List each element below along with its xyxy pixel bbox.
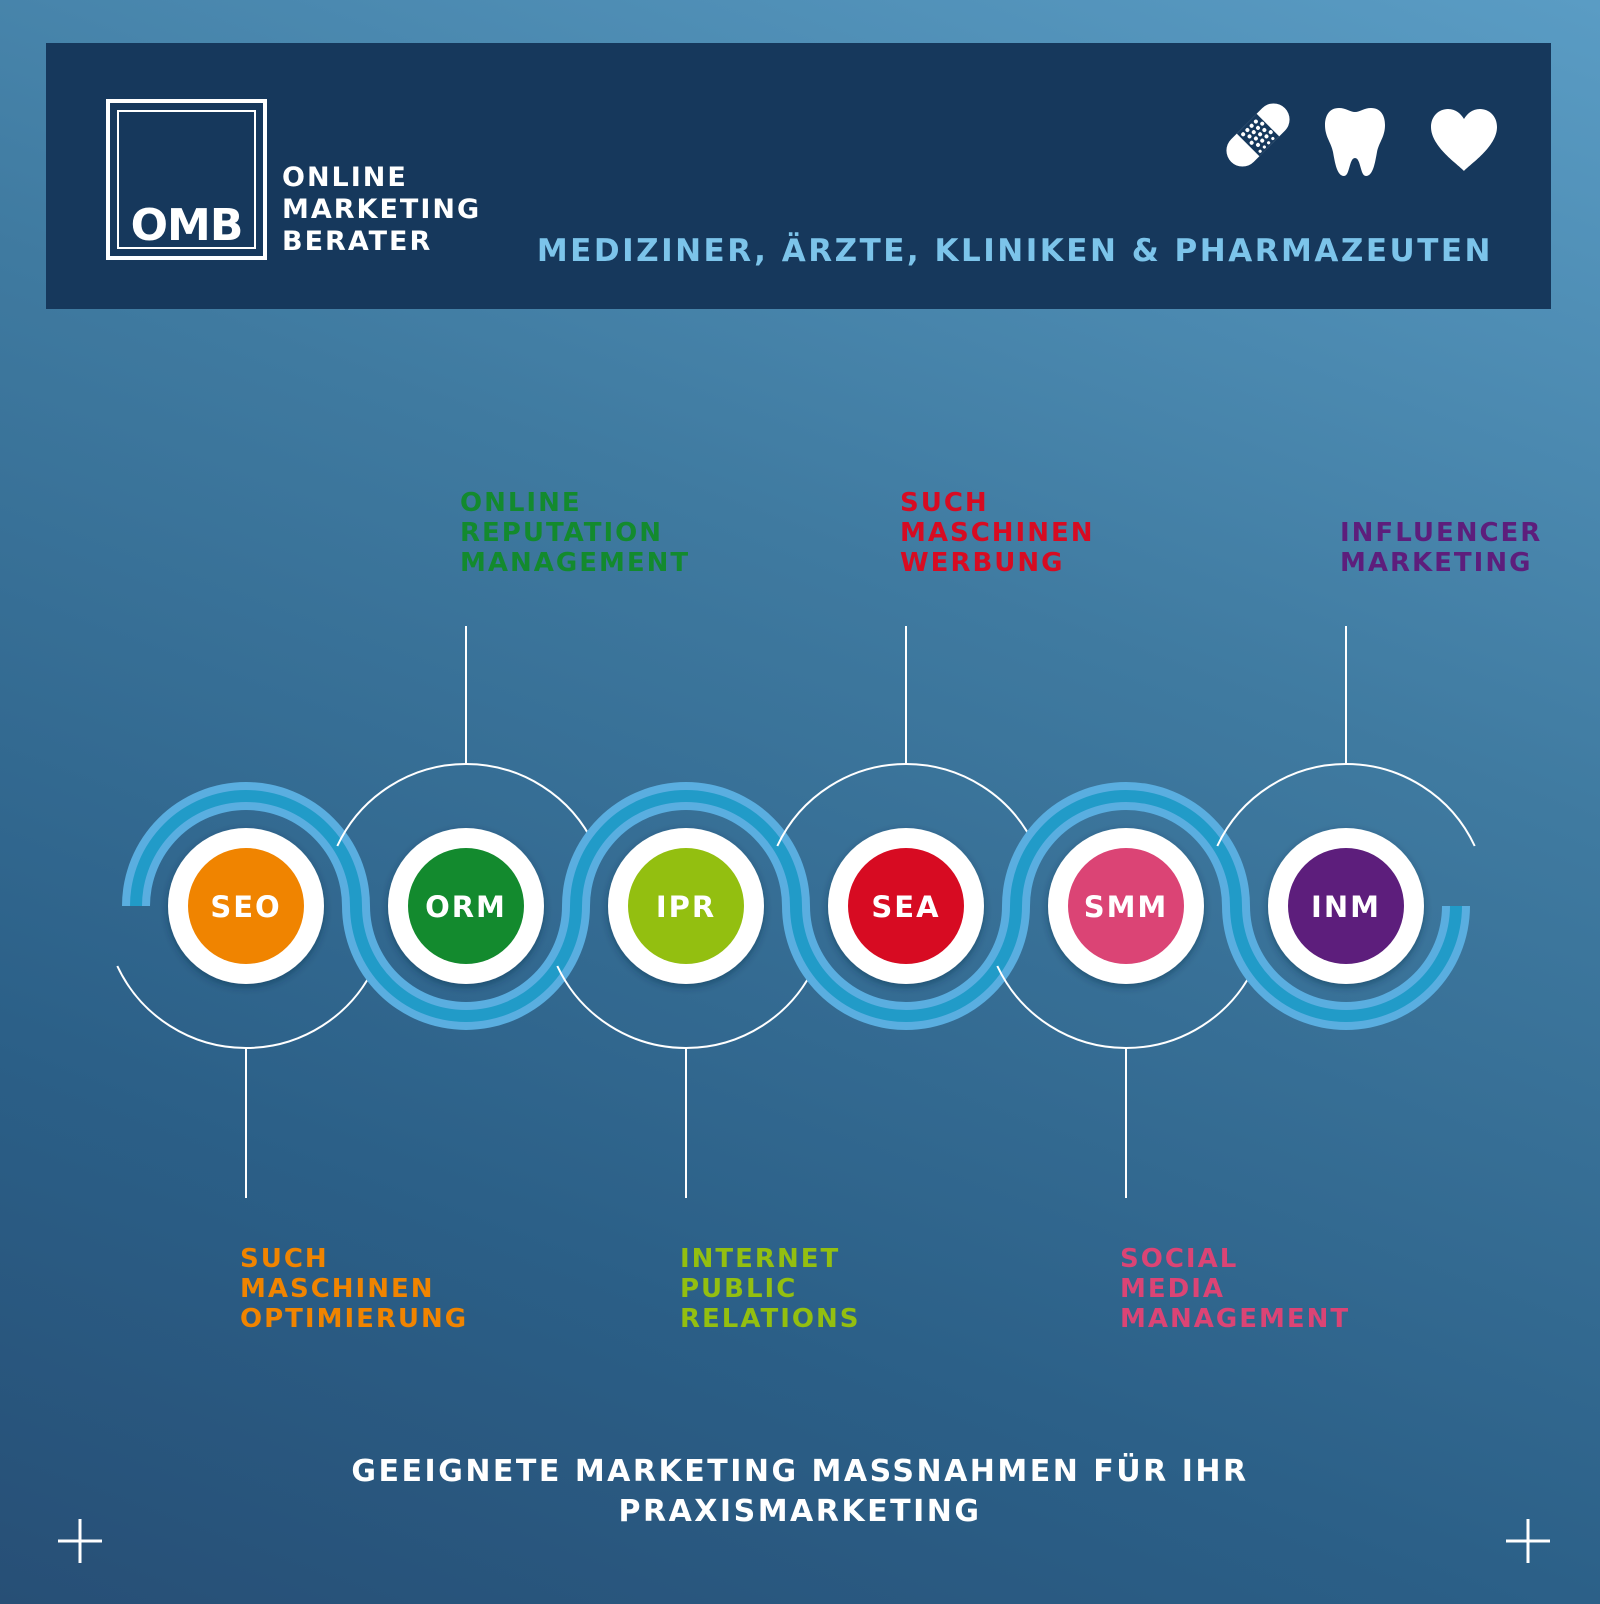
orm-label-line: REPUTATION [460,518,664,548]
inm-color-disc[interactable] [1288,848,1404,964]
inm-abbr: INM [1311,890,1381,924]
tooth-icon [1325,108,1385,176]
footer-line-2: PRAXISMARKETING [618,1494,982,1529]
sea-outer-arc [776,763,1036,847]
seo-label-line: MASCHINEN [240,1274,435,1304]
sea-ring-stripe [790,906,1022,1022]
inm-ring-stripe [1230,906,1462,1022]
ipr-outer-arc [556,965,816,1049]
footer-line-1: GEEIGNETE MARKETING MASSNAHMEN FÜR IHR [351,1454,1249,1489]
sea-label-line: WERBUNG [900,548,1065,578]
smm-label-line: SOCIAL [1120,1244,1239,1274]
orm-color-disc[interactable] [408,848,524,964]
omb-logo[interactable]: OMB [106,99,267,260]
smm-color-disc[interactable] [1068,848,1184,964]
ipr-label-line: RELATIONS [680,1304,861,1334]
brand-line-3: BERATER [282,226,433,257]
smm-outer-arc [996,965,1256,1049]
tagline: MEDIZINER, ÄRZTE, KLINIKEN & PHARMAZEUTE… [536,233,1493,269]
chain-layer: SEO ORM IPR SEA SMM INM [116,626,1476,1198]
inm-label-line: MARKETING [1340,548,1533,578]
inm-outer-arc [1216,763,1476,847]
seo-abbr: SEO [210,890,281,924]
ipr-label-line: INTERNET [680,1244,841,1274]
brand-line-1: ONLINE [282,162,408,193]
seo-ring-stripe [130,790,362,906]
seo-label-line: OPTIMIERUNG [240,1304,469,1334]
smm-abbr: SMM [1084,890,1169,924]
heart-icon [1431,109,1497,171]
logo-inner-frame [117,110,256,249]
plus-icon-right [1506,1519,1550,1563]
logo-mark: OMB [130,200,244,251]
seo-color-disc[interactable] [188,848,304,964]
bandage-icon [1226,103,1290,167]
ipr-color-disc[interactable] [628,848,744,964]
ipr-abbr: IPR [656,890,716,924]
smm-label-line: MANAGEMENT [1120,1304,1351,1334]
orm-outer-arc [336,763,596,847]
orm-label-line: MANAGEMENT [460,548,691,578]
sea-label-line: SUCH [900,488,989,518]
plus-icon-left [58,1519,102,1563]
sea-label-line: MASCHINEN [900,518,1095,548]
header-banner: OMB ONLINE MARKETING BERATER MEDIZINER, … [46,43,1551,309]
seo-label-line: SUCH [240,1244,329,1274]
orm-ring-stripe [350,906,582,1022]
sea-abbr: SEA [871,890,940,924]
seo-outer-arc [116,965,376,1049]
orm-abbr: ORM [425,890,507,924]
orm-label-line: ONLINE [460,488,582,518]
sea-color-disc[interactable] [848,848,964,964]
ipr-label-line: PUBLIC [680,1274,798,1304]
smm-ring-stripe [1010,790,1242,906]
brand-line-2: MARKETING [282,194,482,225]
ipr-ring-stripe [570,790,802,906]
smm-label-line: MEDIA [1120,1274,1226,1304]
footer-caption: GEEIGNETE MARKETING MASSNAHMEN FÜR IHR P… [0,1452,1600,1532]
inm-label-line: INFLUENCER [1340,518,1543,548]
